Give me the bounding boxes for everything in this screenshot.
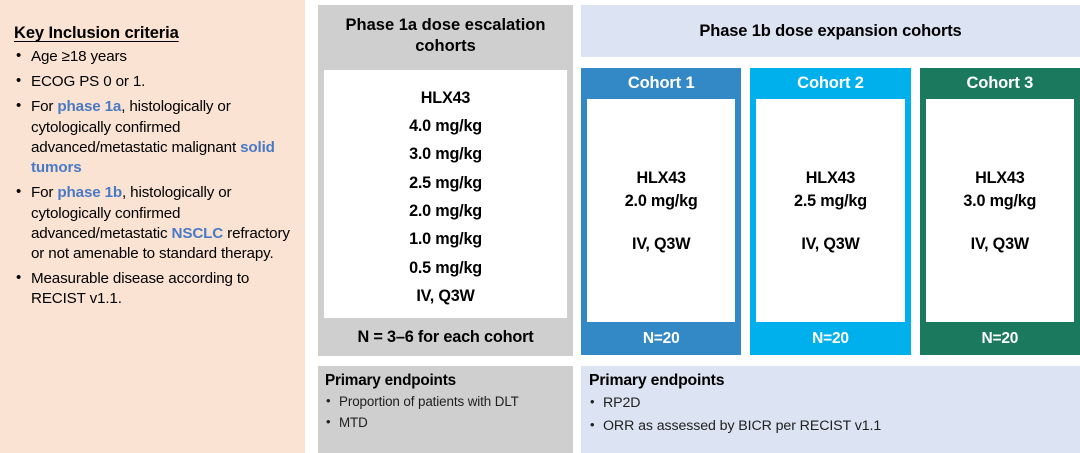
inclusion-criteria-panel: Key Inclusion criteria Age ≥18 yearsECOG… [0, 0, 305, 453]
inclusion-criteria-item: For phase 1a, histologically or cytologi… [14, 96, 293, 178]
cohort-title: Cohort 1 [627, 74, 695, 92]
cohort-drug-name: HLX43 [636, 169, 686, 187]
phase-1a-dose-level: 4.0 mg/kg [409, 116, 482, 135]
inclusion-criteria-item: Measurable disease according to RECIST v… [14, 268, 293, 309]
inclusion-criteria-title: Key Inclusion criteria [14, 24, 179, 42]
cohort-sample-size: N=20 [812, 329, 849, 347]
phase-1a-dose-level: 2.0 mg/kg [409, 202, 482, 220]
phase-1a-dose-level: 0.5 mg/kg [409, 258, 482, 277]
inclusion-criteria-list: Age ≥18 yearsECOG PS 0 or 1. For phase 1a… [14, 46, 293, 310]
phase-1a-dose-body: HLX43 4.0 mg/kg 3.0 mg/kg 2.5 mg/kg 2.0 mg/k… [318, 66, 573, 356]
phase-1a-primary-endpoints: Primary endpoints Proportion of patients… [318, 366, 573, 453]
inclusion-criteria-item: For phase 1b, histologically or cytologi… [14, 182, 293, 264]
phase-1a-header: Phase 1a dose escalation cohorts [318, 5, 573, 66]
inclusion-criteria-text: refractory or not amenable to standard t… [31, 224, 290, 262]
inclusion-criteria-text: For [31, 98, 58, 116]
inclusion-criteria-highlight: phase 1b [57, 184, 123, 202]
phase-1a-dose-level: 2.5 mg/kg [409, 173, 482, 192]
phase-1a-route: IV, Q3W [416, 287, 475, 306]
cohort-sample-size: N=20 [981, 329, 1019, 347]
phase-1b-endpoints-list: RP2DORR as assessed by BICR per RECIST v… [589, 391, 1074, 438]
inclusion-criteria-item: ECOG PS 0 or 1. [14, 71, 293, 92]
phase-1a-endpoints-title: Primary endpoints [325, 372, 456, 389]
inclusion-criteria-highlight: NSCLC [171, 224, 224, 242]
inclusion-criteria-text: , histologically or cytologically confir… [31, 98, 241, 156]
phase-1b-endpoints-title: Primary endpoints [589, 372, 725, 389]
cohort-route: IV, Q3W [632, 235, 691, 253]
phase-1a-sample-size: N = 3–6 for each cohort [318, 318, 573, 356]
phase-1a-column: Phase 1a dose escalation cohorts HLX43 4.… [318, 0, 573, 453]
inclusion-criteria-highlight: solid tumors [31, 138, 275, 177]
cohort-sample-size: N=20 [642, 329, 680, 347]
inclusion-criteria-text: Age ≥18 years [31, 48, 127, 65]
cohort-dose: 2.0 mg/kg [624, 192, 698, 210]
cohort-dose: 2.5 mg/kg [794, 192, 867, 210]
inclusion-criteria-text: Measurable disease according to RECIST v… [31, 270, 250, 308]
inclusion-criteria-item: Age ≥18 years [14, 46, 293, 67]
phase-1a-dose-level: 1.0 mg/kg [409, 230, 482, 249]
inclusion-criteria-text: , histologically or cytologically confir… [31, 184, 232, 242]
phase-1b-header: Phase 1b dose expansion cohorts [581, 5, 1080, 57]
cohort-title: Cohort 3 [966, 74, 1034, 92]
cohort-dose: 3.0 mg/kg [963, 192, 1037, 210]
inclusion-criteria-highlight: phase 1a [57, 98, 122, 116]
cohort-route: IV, Q3W [970, 235, 1029, 253]
cohort-route: IV, Q3W [801, 235, 860, 253]
phase-1b-endpoint-item: RP2D [589, 391, 1074, 415]
phase-1a-dose-box: HLX43 4.0 mg/kg 3.0 mg/kg 2.5 mg/kg 2.0 mg/k… [324, 70, 567, 320]
cohort-drug-name: HLX43 [805, 169, 856, 187]
phase-1b-primary-endpoints: Primary endpoints RP2DORR as assessed by… [581, 366, 1080, 453]
phase-1a-endpoint-item: Proportion of patients with DLT [325, 391, 567, 413]
phase-1a-drug-name: HLX43 [420, 88, 471, 107]
phase-1a-dose-level: 3.0 mg/kg [409, 145, 482, 164]
cohort-drug-name: HLX43 [975, 169, 1025, 187]
phase-1b-column: Phase 1b dose expansion cohorts Cohort 1… [581, 0, 1080, 453]
inclusion-criteria-text: For [31, 184, 58, 202]
cohort-title: Cohort 2 [797, 74, 864, 92]
phase-1b-endpoint-item: ORR as assessed by BICR per RECIST v1.1 [589, 414, 1074, 438]
inclusion-criteria-text: ECOG PS 0 or 1. [31, 73, 146, 91]
phase-1a-endpoints-list: Proportion of patients with DLTMTD [325, 391, 567, 434]
phase-1a-endpoint-item: MTD [325, 412, 567, 434]
